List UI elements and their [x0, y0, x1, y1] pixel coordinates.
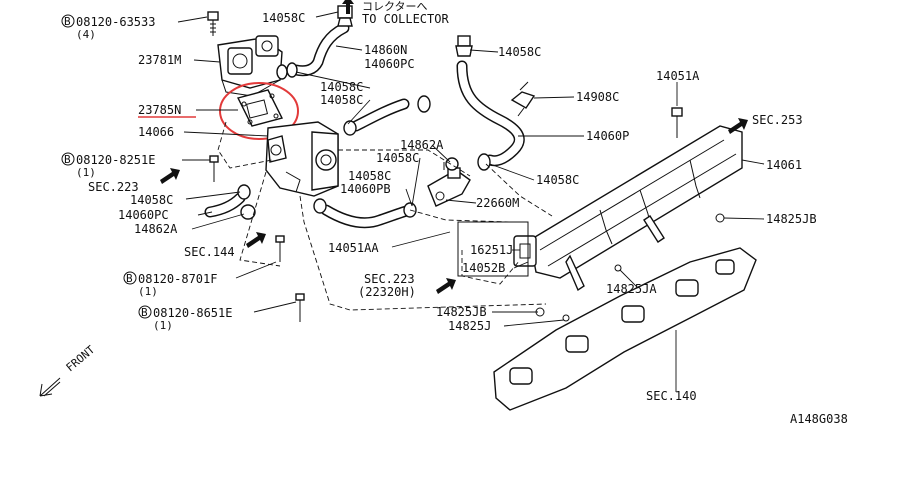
label-14060p: 14060P — [586, 129, 629, 143]
hose-14060pc-top — [350, 98, 410, 132]
bolt-low — [275, 235, 285, 262]
valve-assembly-23781m — [217, 35, 283, 97]
valve-22660m — [427, 162, 471, 207]
label-14862a-mid: 14862A — [400, 138, 444, 152]
bolt-symbol-2: B — [64, 153, 71, 166]
diagram-id: A148G038 — [790, 412, 848, 426]
arrow-sec223-left-icon — [160, 168, 180, 184]
clamp-14862a-left — [240, 204, 256, 220]
label-to-collector: TO COLLECTOR — [362, 12, 449, 26]
label-sec223-mid: SEC.223 — [364, 272, 415, 286]
hose-14060pc-left — [204, 192, 246, 218]
part-labels: B B B B 08120-63533 (4) 14058C コレクターへ TO… — [61, 0, 848, 426]
label-14066: 14066 — [138, 125, 174, 139]
clamp-14058c-c — [417, 95, 431, 113]
label-22660m: 22660M — [476, 196, 519, 210]
bolt-bottom — [295, 293, 305, 322]
label-14862a-left: 14862A — [134, 222, 178, 236]
clamp-right-top — [455, 35, 473, 57]
label-08120-8251e: 08120-8251E — [76, 153, 155, 167]
label-14058c-b: 14058C — [320, 93, 363, 107]
label-14051a: 14051A — [656, 69, 700, 83]
adapter-14066 — [265, 121, 339, 197]
label-front: FRONT — [64, 343, 98, 374]
label-sec253: SEC.253 — [752, 113, 803, 127]
label-14825jb-mid: 14825JB — [436, 305, 487, 319]
injector-assembly-16251j — [513, 235, 537, 267]
label-14051aa: 14051AA — [328, 241, 379, 255]
arrow-sec253-icon — [728, 118, 748, 134]
label-qty-1-c: (1) — [153, 319, 173, 332]
callout-box — [457, 221, 529, 277]
arrow-icons — [39, 0, 748, 397]
label-14060pc-left: 14060PC — [118, 208, 169, 222]
label-14058c-left: 14058C — [130, 193, 173, 207]
arrow-sec223-mid-icon — [436, 278, 456, 294]
label-14825ja: 14825JA — [606, 282, 657, 296]
label-14058c-mid: 14058C — [376, 151, 419, 165]
label-qty-1-b: (1) — [138, 285, 158, 298]
leader-lines — [177, 11, 765, 392]
arrow-to-collector-icon — [342, 0, 354, 14]
label-14058c-right-top: 14058C — [498, 45, 541, 59]
intake-manifold — [493, 247, 757, 411]
label-08120-63533: 08120-63533 — [76, 15, 155, 29]
label-23781m: 23781M — [138, 53, 181, 67]
label-14052b: 14052B — [462, 261, 505, 275]
label-14060pb: 14060PB — [340, 182, 391, 196]
dashed-lines — [217, 121, 553, 311]
label-to-collector-jp: コレクターへ — [362, 0, 428, 13]
front-arrow-icon — [39, 377, 61, 397]
bolt-symbol-1: B — [64, 15, 71, 28]
bolt-symbol-4: B — [141, 306, 148, 319]
label-14058c-right: 14058C — [536, 173, 579, 187]
clamp-14058c-right — [477, 153, 491, 171]
label-14058c-mid-b: 14058C — [348, 169, 391, 183]
gasket-23785n — [236, 89, 284, 127]
pipe-assembly-14061 — [529, 107, 743, 292]
label-14908c: 14908C — [576, 90, 619, 104]
label-14060pc-top: 14060PC — [364, 57, 415, 71]
bolt-mid — [209, 155, 219, 182]
arrow-sec144-icon — [246, 232, 266, 248]
clamps-14058c-a — [276, 62, 298, 80]
label-08120-8651e: 08120-8651E — [153, 306, 232, 320]
highlight-circle — [219, 82, 299, 140]
label-14860n: 14860N — [364, 43, 407, 57]
clamp-14058c-b — [343, 120, 357, 136]
label-sec144: SEC.144 — [184, 245, 235, 259]
hose-14860n — [290, 22, 350, 77]
label-08120-8701f: 08120-8701F — [138, 272, 217, 286]
label-16251j: 16251J — [470, 243, 513, 257]
label-sec223-left: SEC.223 — [88, 180, 139, 194]
label-22320h: (22320H) — [358, 285, 416, 299]
hose-14060p — [456, 60, 525, 167]
label-14061: 14061 — [766, 158, 802, 172]
bolt-symbol-3: B — [126, 272, 133, 285]
label-14825jb-right: 14825JB — [766, 212, 817, 226]
bracket-14908c — [510, 81, 536, 117]
label-sec140: SEC.140 — [646, 389, 697, 403]
label-23785n: 23785N — [138, 103, 181, 117]
label-qty-1-a: (1) — [76, 166, 96, 179]
hose-14060pb — [320, 204, 416, 229]
label-14058c-a: 14058C — [320, 80, 363, 94]
clamp-pb-a — [313, 198, 327, 214]
label-qty-4: (4) — [76, 28, 96, 41]
label-14825j: 14825J — [448, 319, 491, 333]
bolt-top — [207, 11, 219, 36]
label-14058c-top: 14058C — [262, 11, 305, 25]
